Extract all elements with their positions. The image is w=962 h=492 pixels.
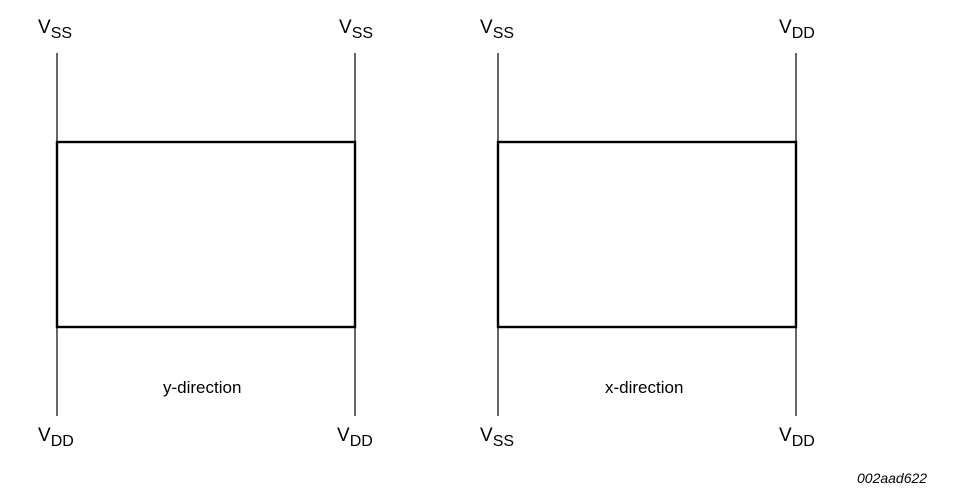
left-top-right-label: VSS	[339, 17, 374, 42]
left-bottom-left-label: VDD	[38, 425, 74, 450]
right-bottom-right-label: VDD	[779, 425, 815, 450]
left-direction-label: y-direction	[163, 378, 242, 397]
right-top-left-label: VSS	[480, 17, 515, 42]
figure-id: 002aad622	[857, 470, 928, 486]
right-top-right-label: VDD	[779, 17, 815, 42]
right-bottom-left-label: VSS	[480, 425, 515, 450]
right-panel-rect	[496, 140, 798, 329]
left-panel-rect	[55, 140, 357, 329]
right-direction-label: x-direction	[605, 378, 684, 397]
left-top-left-label: VSS	[38, 17, 73, 42]
left-bottom-right-label: VDD	[337, 425, 373, 450]
